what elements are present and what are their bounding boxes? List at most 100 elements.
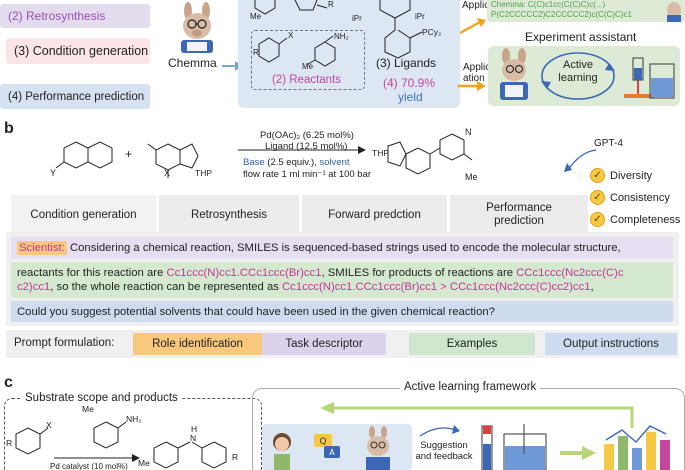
prompt-line-3: Could you suggest potential solvents tha… <box>11 301 673 322</box>
check-label-completeness: Completeness <box>610 213 681 226</box>
lab-apparatus-icon <box>481 424 547 470</box>
check-label-consistency: Consistency <box>610 191 670 204</box>
prompt-line-1: Scientist: Considering a chemical reacti… <box>11 237 673 259</box>
y-label: Y <box>50 168 57 178</box>
solvent-word: solvent <box>319 157 350 168</box>
prompt-line-1-text: Considering a chemical reaction, SMILES … <box>69 242 621 254</box>
smiles-line-1: Chemma: C(C)c1cc(C(C)C)c(...) <box>491 0 606 9</box>
nh2-label-c: NH₂ <box>126 414 142 424</box>
chemma-llama-icon <box>181 2 213 53</box>
tab-condition-generation[interactable]: Condition generation <box>11 195 156 235</box>
reactants-label: (2) Reactants <box>272 74 341 86</box>
base-word: Base <box>243 157 265 168</box>
catalyst-partial-text: Pd catalyst (10 mol%) <box>50 462 128 470</box>
substrate-structures <box>15 421 227 469</box>
gpt4-arrow <box>564 149 597 172</box>
base-rest: (2.5 equiv.), <box>264 157 320 168</box>
n-label-product: N <box>465 127 472 137</box>
line2-a: reactants for this reaction are <box>17 267 167 279</box>
h-label-c: H <box>191 424 198 434</box>
me-label-c: Me <box>82 404 94 414</box>
framework-title: Active learning framework <box>400 381 541 393</box>
llama-small-icon <box>667 2 681 22</box>
smiles-output-panel <box>487 0 685 22</box>
lab-equipment-icon <box>624 57 675 99</box>
prompt-line-2: reactants for this reaction are Cc1ccc(N… <box>11 262 673 298</box>
check-item-completeness: ✓ Completeness <box>590 212 680 227</box>
me-label-top: Me <box>250 12 262 21</box>
tab-retrosynthesis[interactable]: Retrosynthesis <box>159 195 299 235</box>
check-icon: ✓ <box>590 168 605 183</box>
line2-reaction-smiles: Cc1ccc(N)cc1.CCc1ccc(Br)cc1 > CCc1ccc(Nc… <box>282 281 591 293</box>
molecule-panel <box>238 0 460 108</box>
reaction-scheme <box>55 133 473 178</box>
task-chip-condition-generation: (3) Condition generation <box>6 38 150 64</box>
application-2-arrow <box>458 81 486 91</box>
plus-sign: + <box>125 147 133 161</box>
flow-rate-text: flow rate 1 ml min⁻¹ at 100 bar <box>243 169 372 180</box>
r-label-reactant: R <box>253 48 259 57</box>
line2-products-smiles-cont: c2)cc1 <box>17 281 51 293</box>
me-label-product: Me <box>465 172 478 182</box>
feedback-loop-arrow <box>320 402 634 428</box>
line2-products-smiles: CCc1ccc(Nc2ccc(C)c <box>516 267 624 279</box>
base-solvent-text: Base (2.5 equiv.), solvent <box>243 157 350 168</box>
tag-task-descriptor: Task descriptor <box>262 333 386 355</box>
chemma-label: Chemma <box>168 56 217 70</box>
line2-reactants-smiles: Cc1ccc(N)cc1.CCc1ccc(Br)cc1 <box>166 267 322 279</box>
experiment-assistant-title: Experiment assistant <box>525 30 637 44</box>
ipr-label-right: iPr <box>415 12 425 21</box>
panel-c-label: c <box>4 374 13 391</box>
svg-text:A: A <box>329 448 335 457</box>
results-bar-chart-icon <box>604 425 670 470</box>
ipr-label-left: iPr <box>352 14 362 23</box>
check-icon: ✓ <box>590 212 605 227</box>
check-icon: ✓ <box>590 190 605 205</box>
line2-c: , SMILES for products of reactions are <box>321 267 517 279</box>
tab-performance-prediction[interactable]: Performance prediction <box>450 195 588 235</box>
reactants-label-text: (2) Reactants <box>272 74 342 86</box>
tag-role-identification: Role identification <box>133 333 262 355</box>
tab-forward-prediction[interactable]: Forward predction <box>302 195 447 235</box>
suggestion-feedback-label: Suggestion and feedback <box>415 440 473 462</box>
catalyst-text: Pd(OAc)₂ (6.25 mol%) <box>260 130 354 141</box>
check-item-consistency: ✓ Consistency <box>590 190 670 205</box>
yield-value: (4) 70.9% <box>383 76 436 90</box>
x-label-reactant: X <box>288 31 294 40</box>
partial-reactant-structure <box>254 0 328 15</box>
active-learning-cycle-icon <box>541 52 615 100</box>
check-item-diversity: ✓ Diversity <box>590 168 652 183</box>
line2-h: , <box>590 281 594 293</box>
experiment-llama-icon <box>500 48 528 100</box>
prompt-formulation-label: Prompt formulation: <box>14 337 115 349</box>
performance-chip-text: (4) Performance prediction <box>8 90 145 103</box>
task-chip-performance-prediction: (4) Performance prediction <box>0 84 150 109</box>
reactants-dashed-box <box>251 30 365 90</box>
task-chip-retrosynthesis: (2) Retrosynthesis <box>0 4 150 28</box>
x-label-indazole: X <box>164 168 171 178</box>
r-label-top: R <box>328 0 334 9</box>
line2-f: , so the whole reaction can be represent… <box>50 281 283 293</box>
panel-b-label: b <box>4 120 14 137</box>
ligands-label: (3) Ligands <box>376 56 436 70</box>
smiles-line-2: P(C2CCCCC2)C2CCCCC2)c(C(C)C)c1 <box>491 10 632 19</box>
tag-output-instructions: Output instructions <box>545 333 677 355</box>
pcy2-label: PCy₂ <box>422 27 442 37</box>
substrate-title: Substrate scope and products <box>22 392 181 404</box>
suggestion-arrow <box>419 425 460 437</box>
me-label-reactant: Me <box>302 62 314 71</box>
forward-arrow-icon <box>560 446 596 460</box>
scientist-qa-llama-icons: Q A <box>273 426 390 470</box>
scientist-label: Scientist: <box>17 241 67 255</box>
x-label-c: X <box>46 420 52 430</box>
me-label-c-product: Me <box>138 458 150 468</box>
yield-word: yield <box>398 90 423 104</box>
ligand-structure <box>379 0 423 59</box>
gpt4-label: GPT-4 <box>594 138 623 149</box>
active-learning-label: Active learning <box>558 59 598 84</box>
nh2-label-reactant: NH₂ <box>334 32 349 41</box>
reactant-structures <box>258 35 336 67</box>
application-1-arrow <box>460 18 486 35</box>
tag-examples: Examples <box>409 333 535 355</box>
r-label-c: R <box>6 438 13 448</box>
